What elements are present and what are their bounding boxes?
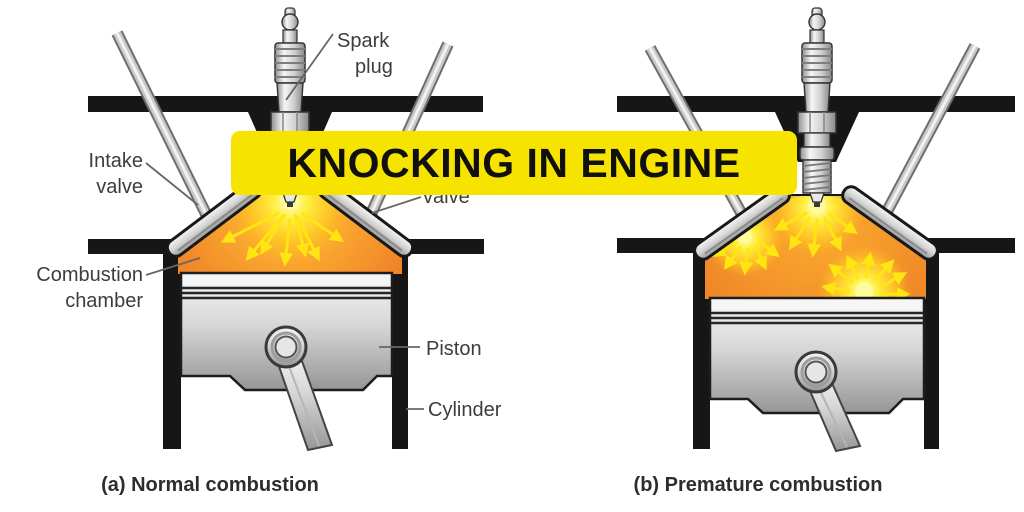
cylinder-wall-right-a (392, 239, 408, 449)
piston-b (708, 296, 926, 453)
cylinder-label: Cylinder (428, 399, 502, 421)
combustion-chamber-label: Combustion chamber (18, 262, 143, 314)
piston-label: Piston (426, 338, 482, 360)
combustion-chamber-label-line1: Combustion (36, 264, 143, 286)
banner: KNOCKING IN ENGINE (231, 131, 797, 195)
intake-valve-label-line2: valve (96, 176, 143, 198)
engine-normal-combustion (88, 7, 484, 452)
caption-premature-combustion: (b) Premature combustion (633, 474, 883, 496)
intake-valve-label-line1: Intake (88, 150, 143, 172)
piston-a (179, 271, 394, 452)
cylinder-wall-left-a (163, 239, 181, 449)
spark-plug-label-line1: Spark (337, 30, 390, 52)
combustion-chamber-label-line2: chamber (65, 290, 143, 312)
intake-valve-label: Intake valve (22, 148, 143, 200)
engine-premature-combustion (617, 7, 1015, 453)
spark-plug-label-line2: plug (355, 56, 393, 78)
spark-plug-label: Spark plug (337, 28, 393, 80)
exhaust-valve-b-icon (841, 43, 981, 261)
label-pointer-lines (145, 33, 424, 410)
intake-valve-icon (111, 30, 263, 258)
caption-normal-combustion: (a) Normal combustion (101, 474, 319, 496)
banner-title: KNOCKING IN ENGINE (287, 139, 741, 186)
